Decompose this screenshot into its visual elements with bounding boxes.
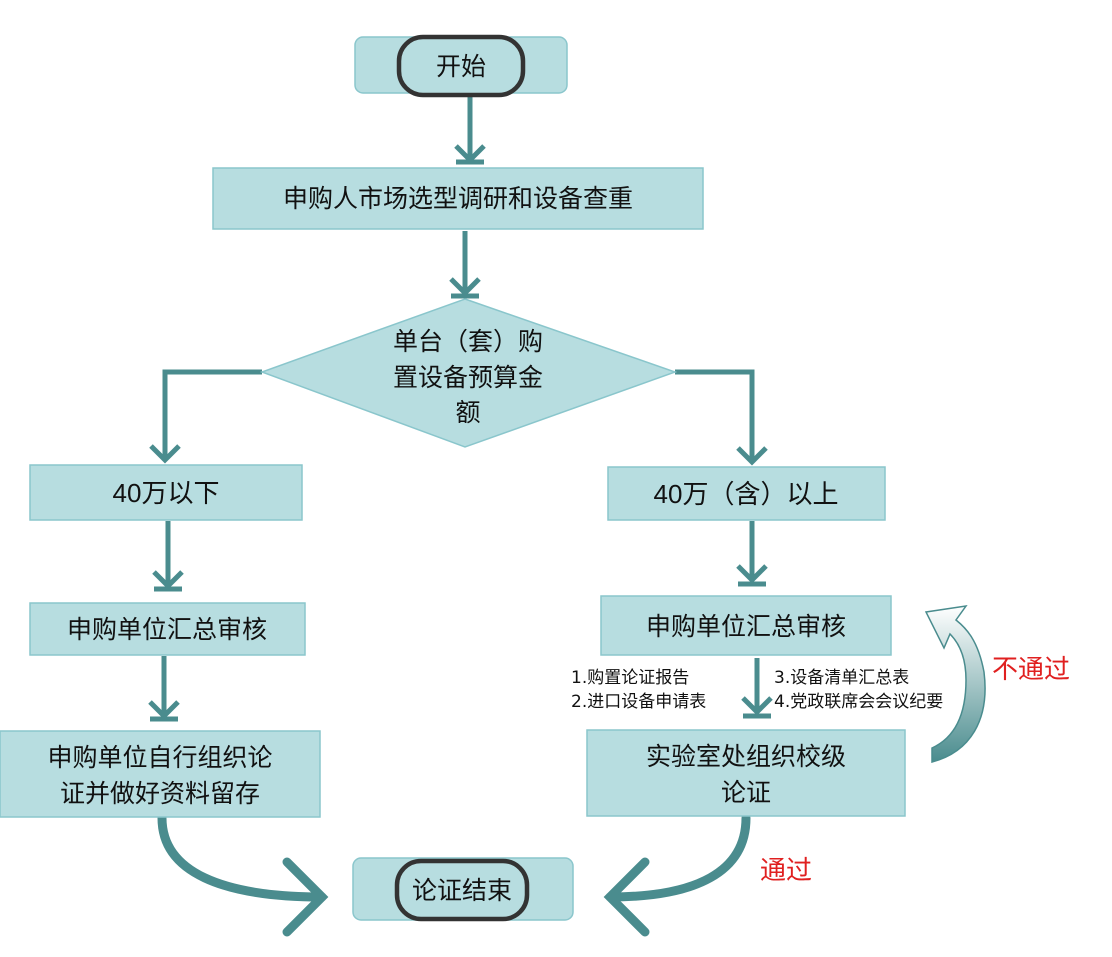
self-org-label-line-1: 申购单位自行组织论: [47, 743, 272, 772]
left-review-node[interactable]: 申购单位汇总审核: [29, 602, 306, 656]
right-review-label: 申购单位汇总审核: [646, 612, 846, 641]
connector-right-review-to-lab-org: [741, 658, 773, 719]
below-40-label: 40万以下: [113, 478, 220, 508]
doc-left-line-2: 2.进口设备申请表: [571, 692, 706, 712]
connector-start-to-research: [454, 96, 486, 165]
connector-left-review-to-self-org: [148, 656, 180, 722]
research-label: 申购人市场选型调研和设备查重: [283, 184, 633, 213]
lab-org-label-line-1: 实验室处组织校级: [646, 742, 846, 771]
self-org-label-line-2: 证并做好资料留存: [60, 779, 260, 808]
decision-label-line-1: 单台（套）购: [393, 327, 543, 356]
research-node[interactable]: 申购人市场选型调研和设备查重: [212, 167, 704, 230]
end-node[interactable]: 论证结束: [352, 857, 574, 922]
left-review-label: 申购单位汇总审核: [67, 615, 267, 644]
end-label: 论证结束: [412, 876, 512, 905]
start-node[interactable]: 开始: [354, 34, 568, 98]
lab-org-label-line-2: 论证: [721, 778, 771, 807]
self-org-node[interactable]: 申购单位自行组织论 证并做好资料留存: [0, 730, 321, 818]
right-review-node[interactable]: 申购单位汇总审核: [600, 595, 892, 656]
start-label: 开始: [436, 52, 486, 81]
doc-right-line-1: 3.设备清单汇总表: [774, 668, 909, 688]
above-40-node[interactable]: 40万（含）以上: [607, 466, 886, 521]
pass-label: 通过: [760, 856, 812, 886]
above-40-label: 40万（含）以上: [654, 479, 839, 509]
fail-label: 不通过: [992, 655, 1070, 685]
below-40-node[interactable]: 40万以下: [29, 464, 303, 521]
doc-left-line-1: 1.购置论证报告: [571, 668, 689, 688]
decision-label-line-2: 置设备预算金: [393, 363, 543, 392]
connector-self-org-to-end: [157, 813, 329, 937]
loop-back-arrow: [924, 604, 986, 763]
connector-lab-org-to-end: [603, 813, 751, 937]
connector-below-40-to-left-review: [152, 521, 184, 592]
doc-right-line-2: 4.党政联席会会议纪要: [774, 692, 943, 712]
lab-org-node[interactable]: 实验室处组织校级 论证: [586, 729, 906, 817]
connector-decision-to-below-40: [149, 369, 262, 464]
connector-above-40-to-right-review: [736, 521, 768, 587]
decision-label-line-3: 额: [455, 398, 480, 427]
connector-decision-to-above-40: [675, 369, 768, 466]
connector-research-to-decision: [449, 231, 481, 299]
budget-decision-node[interactable]: 单台（套）购 置设备预算金 额: [259, 298, 678, 448]
